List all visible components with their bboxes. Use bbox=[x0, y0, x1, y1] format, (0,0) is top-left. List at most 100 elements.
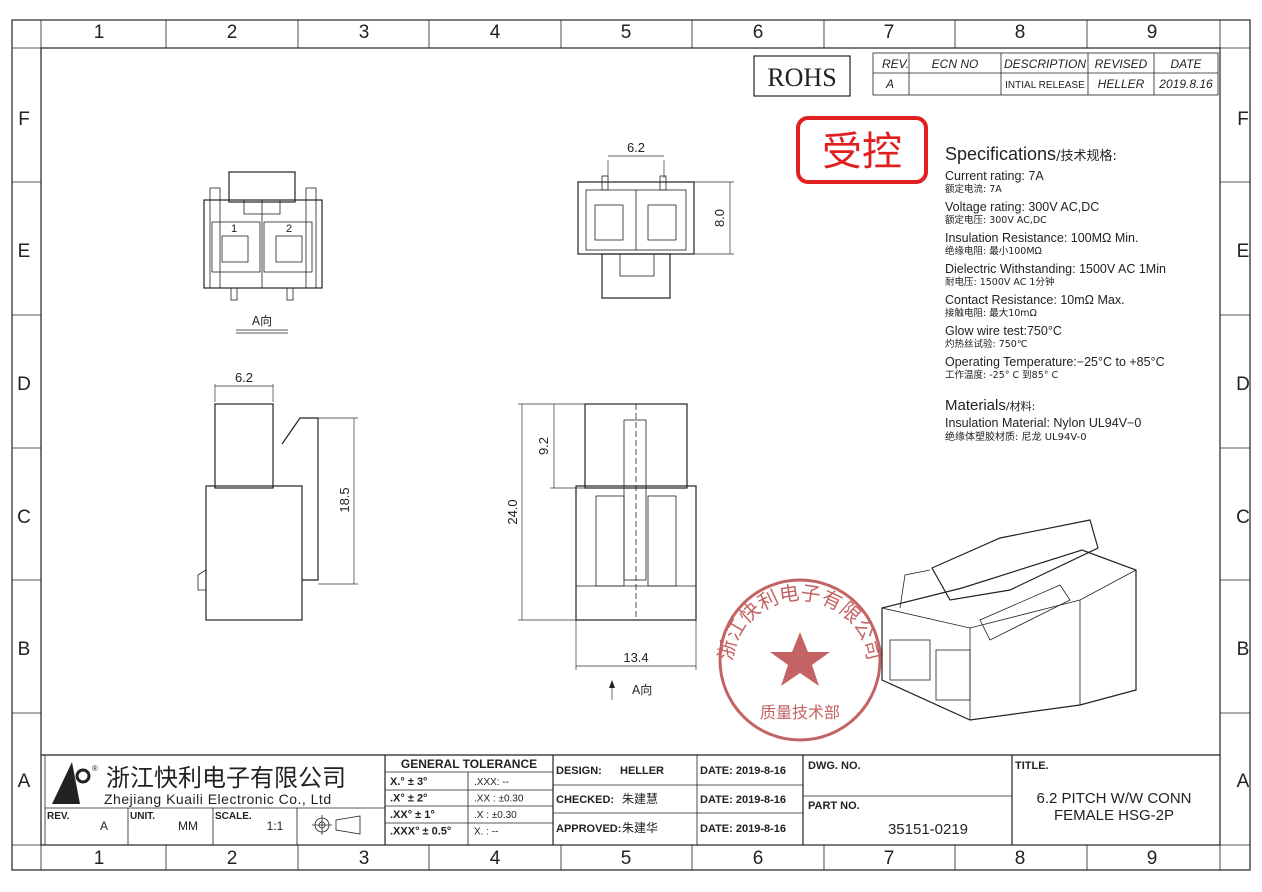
seal-dept: 质量技术部 bbox=[760, 703, 840, 722]
spec-item: Insulation Resistance: 100MΩ Min. bbox=[945, 231, 1138, 245]
view-a-label: A向 bbox=[252, 313, 272, 328]
column-label: 9 bbox=[1147, 22, 1158, 43]
column-label: 5 bbox=[621, 848, 632, 869]
row-label: B bbox=[1237, 639, 1250, 660]
checked-label: CHECKED: bbox=[556, 794, 614, 806]
description-value: INTIAL RELEASE bbox=[1005, 80, 1085, 91]
column-label: 7 bbox=[884, 848, 895, 869]
revised-value: HELLER bbox=[1098, 77, 1145, 91]
angular-tolerance: .XXX° ± 0.5° bbox=[390, 826, 451, 838]
dim-front-height: 24.0 bbox=[505, 499, 520, 524]
rev-label: REV. bbox=[47, 811, 70, 822]
company-name-en: Zhejiang Kuaili Electronic Co., Ltd bbox=[104, 791, 332, 807]
column-label: 3 bbox=[359, 848, 370, 869]
dim-front-upper: 9.2 bbox=[536, 437, 551, 455]
spec-item: Voltage rating: 300V AC,DC bbox=[945, 200, 1099, 214]
design-label: DESIGN: bbox=[556, 765, 602, 777]
dim-side-width: 6.2 bbox=[235, 370, 253, 385]
column-label: 4 bbox=[490, 848, 501, 869]
arrow-a-label: A向 bbox=[632, 682, 652, 697]
row-label: B bbox=[18, 639, 31, 660]
angular-tolerance: X.° ± 3° bbox=[390, 776, 427, 788]
row-label: C bbox=[17, 507, 31, 528]
spec-item-cn: 灼热丝试验: 750℃ bbox=[945, 338, 1028, 350]
design-date: DATE: 2019-8-16 bbox=[700, 765, 786, 777]
title-label: TITLE. bbox=[1015, 760, 1049, 772]
dwg-no-label: DWG. NO. bbox=[808, 760, 861, 772]
linear-tolerance: X. : -- bbox=[474, 827, 498, 838]
title-line-1: 6.2 PITCH W/W CONN bbox=[1036, 790, 1191, 807]
approved-value: 朱建华 bbox=[622, 821, 658, 835]
revision-table: REV. ECN NO DESCRIPTION REVISED DATE A I… bbox=[872, 52, 1219, 96]
company-seal: 浙江快利电子有限公司 质量技术部 bbox=[713, 578, 887, 742]
pin-2-label: 2 bbox=[286, 223, 292, 235]
title-block: ® 浙江快利电子有限公司 Zhejiang Kuaili Electronic … bbox=[41, 754, 1220, 845]
rohs-label: ROHS bbox=[767, 63, 836, 92]
row-label: A bbox=[1237, 771, 1250, 792]
frame-ticks bbox=[12, 20, 1250, 870]
unit-value: MM bbox=[178, 819, 198, 833]
projection-symbol-icon bbox=[312, 815, 361, 835]
scale-value: 1:1 bbox=[267, 819, 284, 833]
approved-date: DATE: 2019-8-16 bbox=[700, 823, 786, 835]
rohs-box bbox=[753, 55, 851, 97]
spec-item-cn: 工作温度: -25° C 到85° C bbox=[945, 369, 1059, 381]
row-label: C bbox=[1236, 507, 1250, 528]
row-label: E bbox=[18, 241, 31, 262]
company-logo bbox=[52, 762, 80, 804]
column-label: 1 bbox=[94, 22, 105, 43]
pin-1-label: 1 bbox=[231, 223, 237, 235]
column-label: 8 bbox=[1015, 848, 1026, 869]
spec-item: Dielectric Withstanding: 1500V AC 1Min bbox=[945, 262, 1166, 276]
checked-value: 朱建慧 bbox=[622, 791, 658, 806]
column-label: 3 bbox=[359, 22, 370, 43]
rev-value: A bbox=[885, 77, 894, 91]
isometric-view bbox=[881, 519, 1137, 721]
column-label: 2 bbox=[227, 848, 238, 869]
column-label: 4 bbox=[490, 22, 501, 43]
spec-item-cn: 耐电压: 1500V AC 1分钟 bbox=[945, 276, 1054, 288]
company-name-cn: 浙江快利电子有限公司 bbox=[106, 764, 346, 792]
column-label: 5 bbox=[621, 22, 632, 43]
dim-front-width: 13.4 bbox=[623, 650, 648, 665]
revised-header: REVISED bbox=[1095, 57, 1148, 71]
outer-frame bbox=[11, 19, 1251, 871]
linear-tolerance: .X : ±0.30 bbox=[474, 810, 517, 821]
date-value: 2019.8.16 bbox=[1158, 77, 1213, 91]
row-label: F bbox=[1237, 109, 1249, 130]
top-view-drawing: 6.2 8.0 bbox=[577, 140, 734, 299]
rev-value: A bbox=[100, 819, 108, 833]
row-label: A bbox=[18, 771, 31, 792]
controlled-stamp bbox=[796, 116, 928, 184]
spec-title: Specifications bbox=[945, 144, 1056, 164]
material-cn: 绝缘体塑胶材质: 尼龙 UL94V-0 bbox=[945, 430, 1087, 443]
spec-item-cn: 额定电压: 300V AC,DC bbox=[945, 214, 1047, 226]
scale-label: SCALE. bbox=[215, 811, 252, 822]
rev-header: REV. bbox=[882, 57, 909, 71]
controlled-stamp-text: 受控 bbox=[822, 129, 902, 175]
column-label: 8 bbox=[1015, 22, 1026, 43]
spec-item-cn: 接触电阻: 最大10mΩ bbox=[945, 307, 1037, 319]
row-label: E bbox=[1237, 241, 1250, 262]
angular-tolerance: .XX° ± 1° bbox=[390, 809, 435, 821]
date-header: DATE bbox=[1170, 57, 1202, 71]
column-label: 2 bbox=[227, 22, 238, 43]
materials-title: Materials bbox=[945, 397, 1006, 414]
spec-item: Current rating: 7A bbox=[945, 169, 1044, 183]
registered-mark: ® bbox=[92, 764, 98, 773]
column-label: 9 bbox=[1147, 848, 1158, 869]
part-no-label: PART NO. bbox=[808, 800, 860, 812]
column-label: 1 bbox=[94, 848, 105, 869]
specifications: Specifications/技术规格: Current rating: 7A 额… bbox=[945, 144, 1166, 443]
front-view-drawing: 24.0 9.2 13.4 A向 bbox=[505, 403, 697, 700]
spec-item-cn: 绝缘电阻: 最小100MΩ bbox=[945, 245, 1042, 257]
svg-text:Specifications/技术规格:: Specifications/技术规格: bbox=[945, 144, 1117, 164]
ecn-header: ECN NO bbox=[932, 57, 979, 71]
design-value: HELLER bbox=[620, 765, 664, 777]
approved-label: APPROVED: bbox=[556, 823, 621, 835]
materials-title-cn: /材料: bbox=[1006, 399, 1035, 413]
material-en: Insulation Material: Nylon UL94V−0 bbox=[945, 416, 1141, 430]
column-label: 6 bbox=[753, 848, 764, 869]
